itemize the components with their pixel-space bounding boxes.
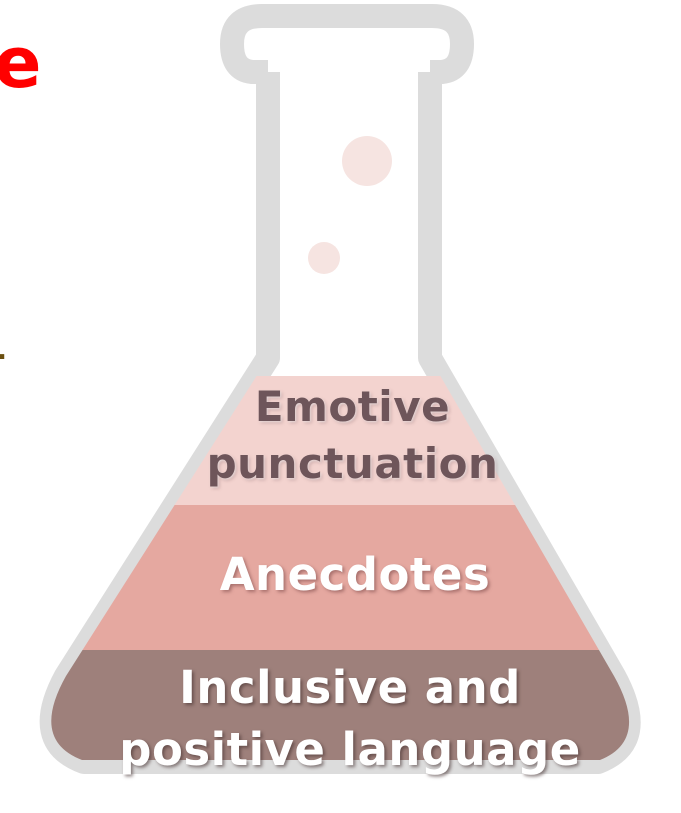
- bubble-large: [342, 136, 392, 186]
- layer-top-line1: Emotive: [200, 378, 505, 435]
- flask-rim: [232, 16, 462, 72]
- layer-bottom-line1: Inclusive and: [70, 657, 630, 719]
- layer-inclusive-language-label: Inclusive and positive language: [70, 657, 630, 781]
- bubble-small: [308, 242, 340, 274]
- layer-middle-line: Anecdotes: [120, 545, 590, 605]
- layer-emotive-punctuation-label: Emotive punctuation: [200, 378, 505, 492]
- layer-top-line2: punctuation: [200, 435, 505, 492]
- layer-bottom-line2: positive language: [70, 719, 630, 781]
- layer-anecdotes-label: Anecdotes: [120, 545, 590, 605]
